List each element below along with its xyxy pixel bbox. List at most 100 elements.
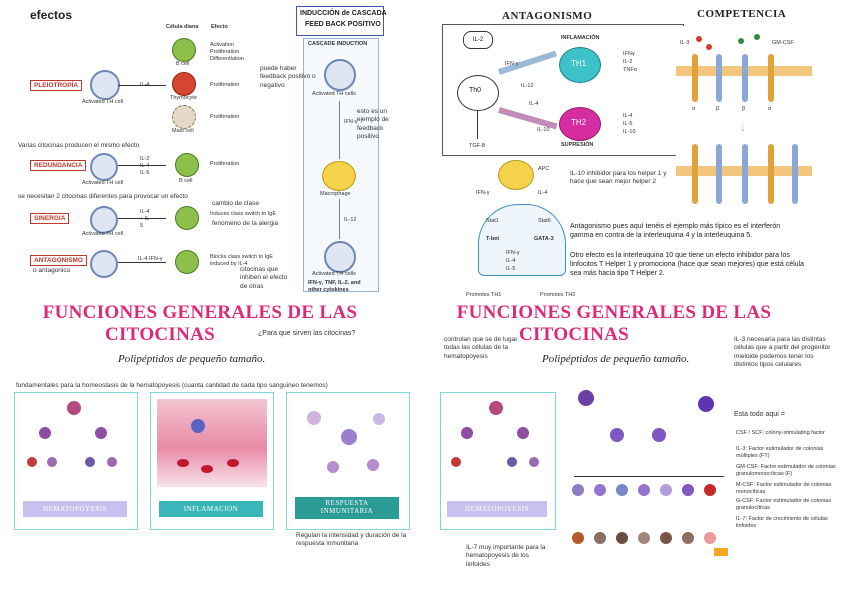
cascade-box-header: CASCADE INDUCTION (308, 41, 368, 47)
stem-cell-icon (578, 390, 594, 406)
bl-title-line2: CITOCINAS (104, 324, 216, 345)
respuesta-label-bg: RESPUESTA INMUNITARIA (295, 497, 399, 519)
progenitor-icon (610, 428, 624, 442)
br-subtitle: Polipéptidos de pequeño tamaño. (542, 353, 690, 365)
mature-cell-icon (660, 532, 672, 544)
pathway-label: T-bet (486, 236, 500, 242)
br-hematopoyesis-box: HEMATOPOYESIS (440, 392, 556, 530)
th2-cell (559, 107, 601, 141)
legend-item: G-CSF: Factor estimulador de colonias gr… (736, 498, 832, 511)
antag-text-p1: Antagonismo pues aquí tenéis el ejemplo … (570, 223, 781, 240)
mid-label: IL-12 (521, 83, 534, 89)
cytokine-label: IL-4 + IL-5 (140, 209, 151, 229)
antagonismo-diagram: IL-2 Th0 INFLAMACIÓN TH1 TH2 SUPRESIÓN I… (442, 24, 684, 156)
legend-item: CSF / SCF: colony-stimulating factor (736, 430, 825, 436)
inflamacion-box: INFLAMACION (150, 392, 274, 530)
bl-subtitle: Polipéptidos de pequeño tamaño. (118, 353, 266, 365)
arrow-right-icon (714, 548, 728, 556)
antag-text-p2: Otro efecto es la interleuquina 10 que t… (570, 252, 804, 278)
promote-th2: Promotes TH2 (540, 292, 576, 298)
mast-cell-icon (172, 105, 196, 129)
hematopoyesis-label-bg: HEMATOPOYESIS (23, 501, 127, 517)
immune-cell-icon (341, 429, 357, 445)
label-pleiotropia: PLEIOTROPÍA (30, 80, 83, 91)
promote-th1: Promotes TH1 (466, 292, 502, 298)
receptor-chain (716, 54, 722, 102)
th1-label: TH1 (571, 59, 587, 68)
supresion-label: SUPRESIÓN (561, 142, 594, 148)
macrophage-icon (322, 161, 356, 191)
inflamacion-label-bg: INFLAMACION (159, 501, 263, 517)
col-target-header: Célula diana (166, 24, 199, 30)
cell-icon (704, 484, 716, 496)
th2-output: IL-5 (623, 121, 633, 127)
receptor-chain (742, 144, 748, 204)
cascade-arrow (339, 199, 340, 239)
pathway-label: IL-4 (538, 190, 548, 196)
th-cell-caption: Activated TH cell (82, 99, 124, 105)
chain-label: α (768, 106, 772, 112)
blood-cell-icon (107, 457, 117, 467)
arrow-line (118, 85, 166, 86)
th2-output: IL-4 (623, 113, 633, 119)
cascade-title-line1: INDUCCIÓN de CASCADA (300, 10, 387, 17)
chain-label: α (692, 106, 696, 112)
cytokine-label: IL-2 IL-4 IL-5 (140, 156, 150, 176)
target-caption: Mast cell (172, 128, 194, 134)
legend-title: Esta todo aqui = (734, 411, 785, 418)
br-hema-label-bg: HEMATOPOYESIS (447, 501, 547, 517)
legend-item: IL-7: Factor de crecimiento de células l… (736, 516, 828, 529)
arrow-line (118, 262, 166, 263)
cascade-title-box: INDUCCIÓN de CASCADA FEED BACK POSITIVO (296, 6, 387, 36)
th-cell-icon (90, 153, 118, 181)
stem-cell-icon (489, 401, 503, 415)
br-title-line2: CITOCINAS (518, 324, 630, 345)
br-note-il3: IL-3 necesaria para las distintas célula… (734, 336, 831, 369)
blood-cell-icon (227, 459, 239, 467)
cascade-box: CASCADE INDUCTION Activated TH cells IFN… (303, 38, 379, 293)
immune-cell-icon (373, 413, 385, 425)
respuesta-box: RESPUESTA INMUNITARIA (286, 392, 410, 530)
th0-label: Th0 (469, 87, 482, 94)
thymocyte-icon (172, 72, 196, 96)
pathway-label: Stat1 (486, 218, 499, 224)
comp-label: GM-CSF (772, 40, 794, 46)
note-ejemplo: esto es un ejemplo de feedback positivo (357, 108, 389, 141)
blood-cell-icon (529, 457, 539, 467)
mid-label: IL-4 (529, 101, 539, 107)
inflamacion-label: INFLAMACIÓN (561, 35, 600, 41)
pathway-label: GATA-3 (534, 236, 554, 242)
down-arrow-icon: ↓ (740, 120, 746, 134)
legend-item: IL-3: Factor estimulador de colonias múl… (736, 446, 824, 459)
b-cell-icon (172, 38, 196, 62)
note-antagonico: o antagonico (33, 267, 71, 274)
progenitor-icon (517, 427, 529, 439)
label-antagonismo: ANTAGONISMO (30, 255, 87, 266)
bl-question: ¿Para que sirven las citocinas? (258, 330, 356, 337)
effect-text: Induces class switch to IgE (210, 211, 277, 217)
pathway-label: IL-5 (506, 266, 516, 272)
br-note-controlan: controlan que se de lugar todas las célu… (444, 336, 518, 360)
cascade-arrow (339, 101, 340, 159)
blood-cell-icon (47, 457, 57, 467)
bl-note-regulan: Regulan la intensidad y duración de la r… (296, 532, 407, 548)
th2-output: IL-10 (623, 129, 636, 135)
antagonismo-title: ANTAGONISMO (502, 10, 593, 22)
receptor-chain (742, 54, 748, 102)
note-feedback: puede haber feedback positivo o negativo (260, 65, 316, 89)
note-sinergia: se necesitan 2 citocinas diferentes para… (18, 193, 188, 200)
gmcsf-dot-icon (754, 34, 760, 40)
col-effect-header: Efecto (211, 24, 228, 30)
t-cell-membrane (478, 204, 566, 276)
br-title-line1: FUNCIONES GENERALES DE LAS (456, 302, 772, 323)
bl-note-homeostasis: fundamentales para la homeostasis de la … (16, 382, 328, 389)
effects-heading: efectos (30, 8, 73, 22)
chain-label: β (742, 106, 746, 112)
effect-text: Activation Proliferation Differentiation (210, 42, 244, 62)
th-cell-caption: Activated TH cell (82, 180, 124, 186)
il3-dot-icon (706, 44, 712, 50)
arrow-line (118, 165, 166, 166)
effect-text: Proliferation (210, 161, 240, 167)
immune-cell-icon (327, 461, 339, 473)
pathway-label: Stat6 (538, 218, 551, 224)
